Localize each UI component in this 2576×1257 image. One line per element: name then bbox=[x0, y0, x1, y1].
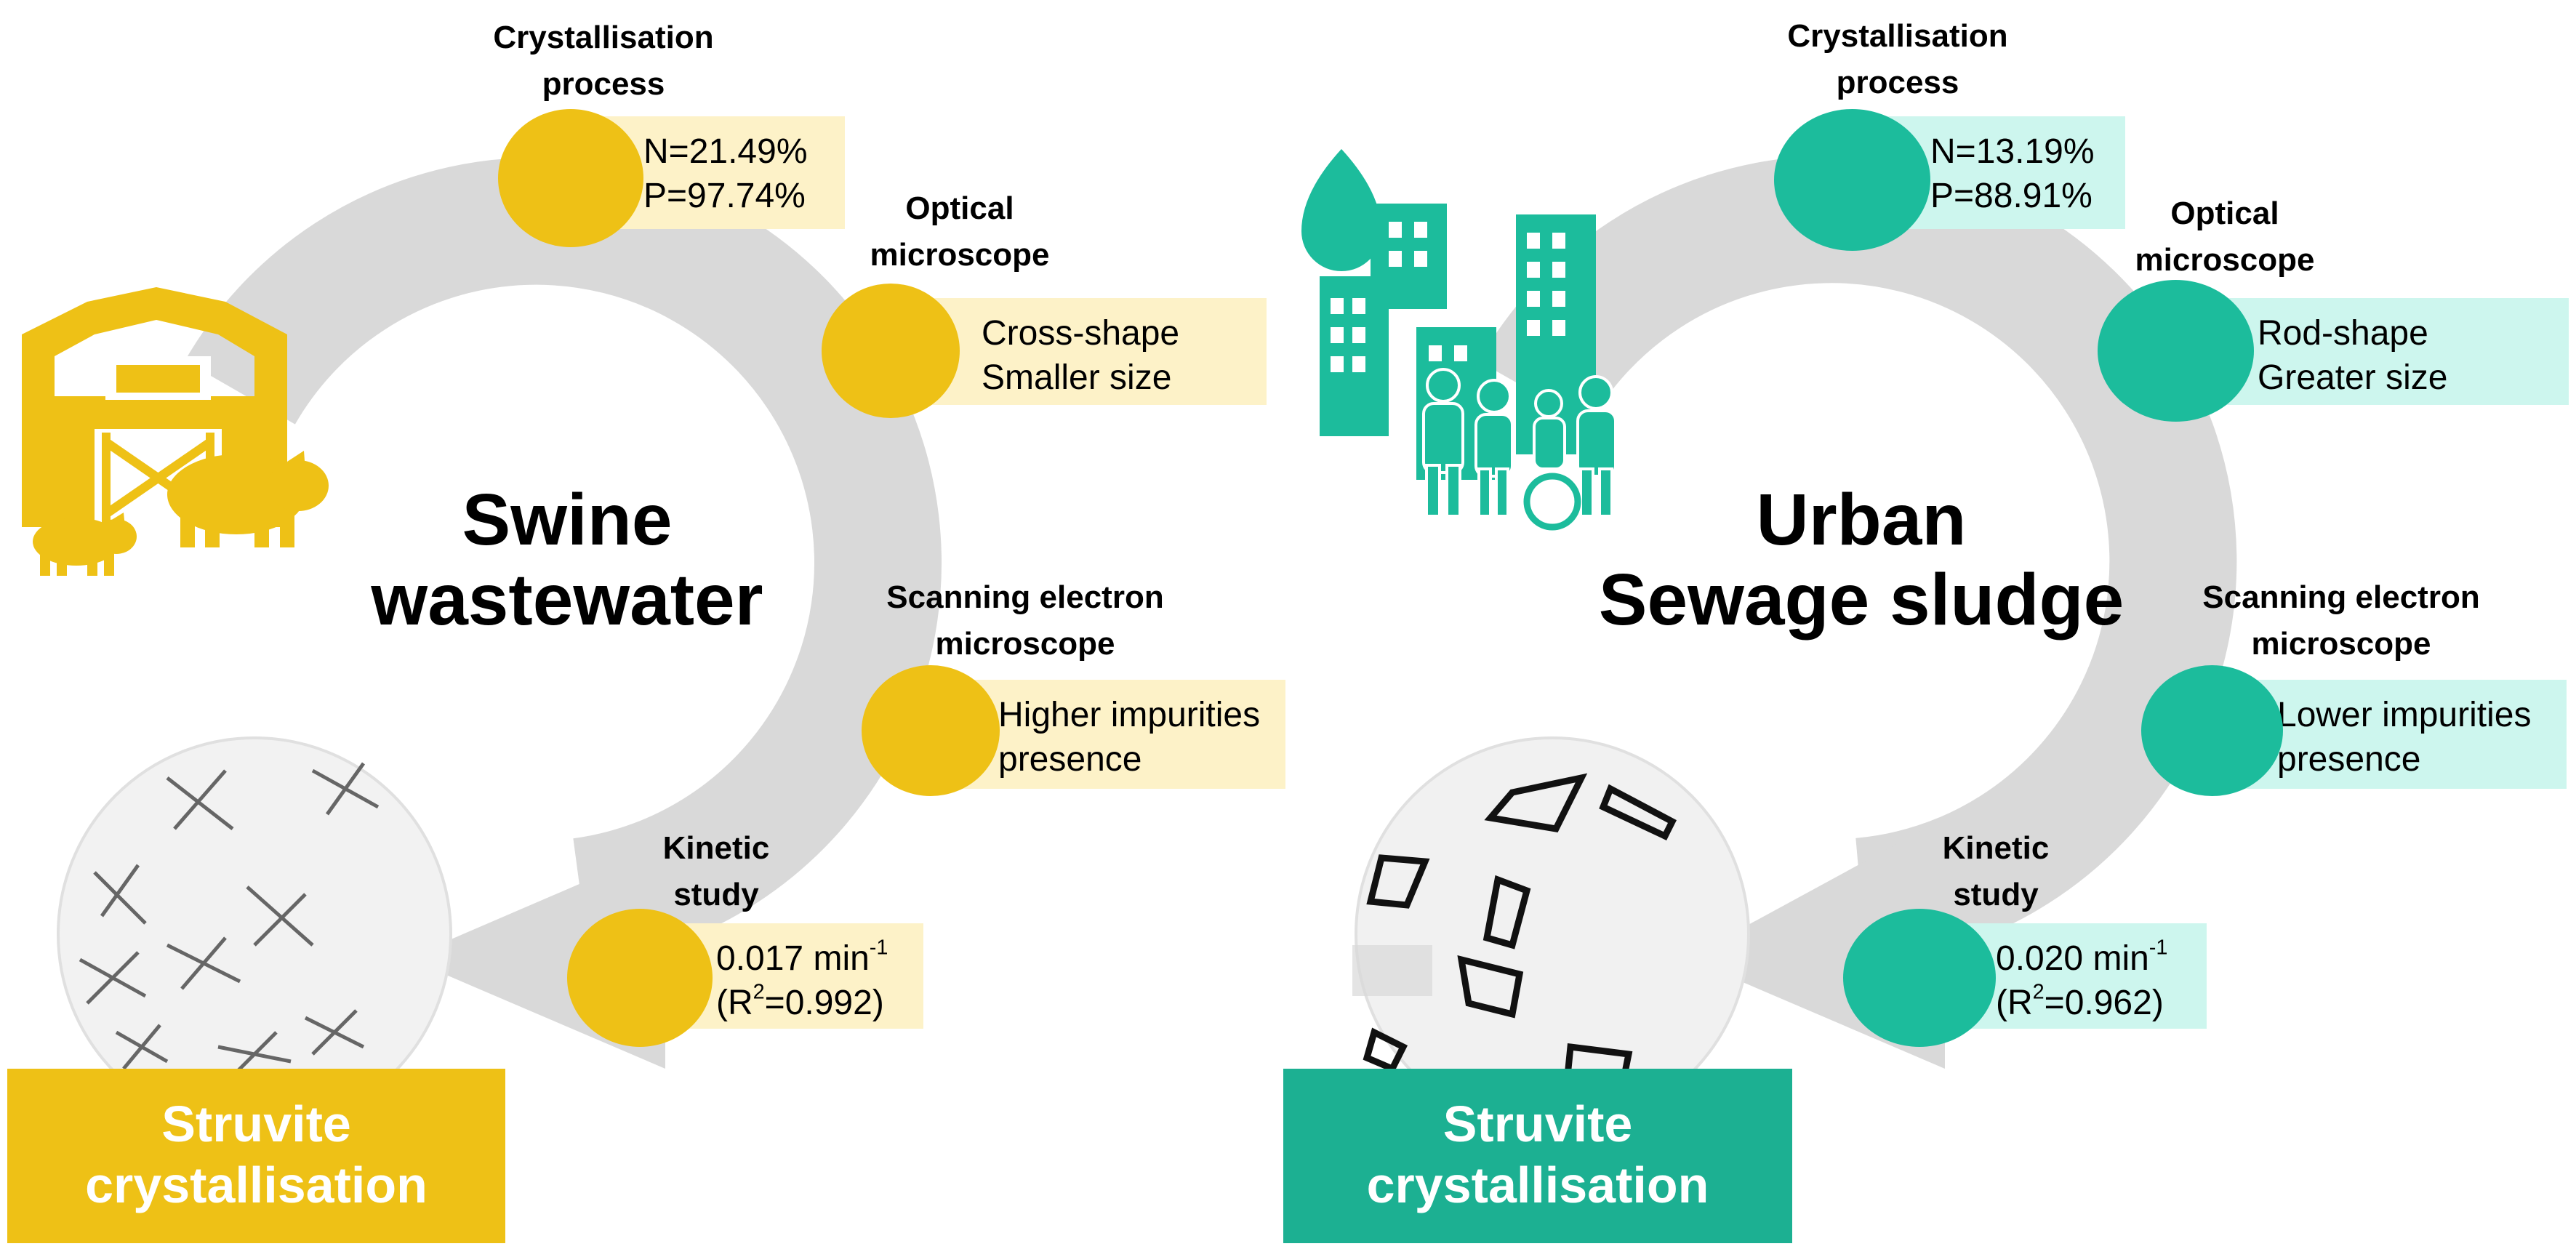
swine-kinetic-title: Kinetic study bbox=[662, 830, 770, 912]
swine-crystallisation-dot bbox=[498, 109, 643, 247]
swine-optical-title: Optical microscope bbox=[870, 190, 1050, 273]
urban-title: Urban Sewage sludge bbox=[1598, 479, 2124, 640]
urban-optical-title: Optical microscope bbox=[2135, 196, 2315, 278]
barn-with-pigs-icon bbox=[22, 287, 329, 576]
swine-kinetic-dot bbox=[567, 909, 713, 1047]
swine-struvite-banner: Struvite crystallisation bbox=[7, 1069, 505, 1243]
urban-optical-dot bbox=[2098, 280, 2254, 422]
swine-optical-dot bbox=[822, 284, 960, 418]
urban-crystallisation-dot bbox=[1774, 109, 1930, 251]
urban-struvite-banner: Struvite crystallisation bbox=[1283, 1069, 1792, 1243]
urban-kinetic-title: Kinetic study bbox=[1942, 830, 2050, 912]
urban-sem-dot bbox=[2141, 665, 2283, 796]
swine-sem-dot bbox=[862, 665, 1000, 796]
urban-kinetic-dot bbox=[1843, 909, 1996, 1047]
urban-crystallisation-title: Crystallisation process bbox=[1787, 18, 2008, 100]
swine-crystallisation-title: Crystallisation process bbox=[493, 20, 714, 102]
city-buildings-people-icon bbox=[1301, 149, 1617, 531]
swine-sem-title: Scanning electron microscope bbox=[886, 579, 1164, 662]
swine-title: Swine wastewater bbox=[371, 479, 763, 640]
urban-sem-title: Scanning electron microscope bbox=[2202, 579, 2480, 662]
